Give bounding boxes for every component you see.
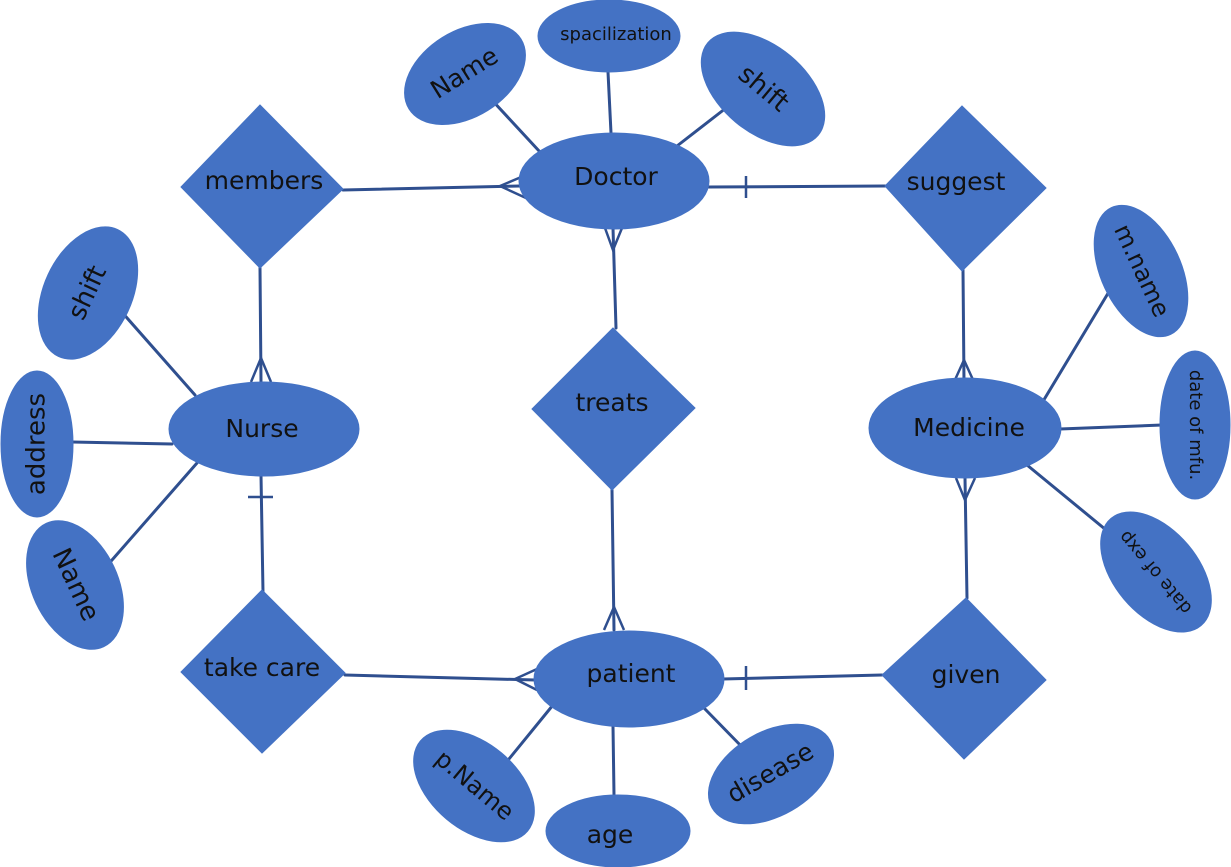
relationship-suggest: suggest <box>884 105 1047 272</box>
relationship-given-label: given <box>932 660 1001 689</box>
attribute-doctor-shift-shape <box>700 31 826 147</box>
relationship-members-label: members <box>205 166 324 195</box>
edge-suggest-medicine <box>961 268 966 384</box>
attribute-patient-disease: disease <box>707 723 835 825</box>
crowfoot-nurse-members <box>249 354 273 383</box>
crowfoot-doctor-members <box>496 173 527 200</box>
entity-medicine: Medicine <box>868 377 1062 479</box>
relationship-given-shape <box>881 597 1047 760</box>
attribute-medicine-date-exp: date of exp <box>1100 511 1212 633</box>
edge-medicine-mname <box>1040 288 1112 405</box>
attribute-doctor-name: Name <box>404 22 526 126</box>
attribute-doctor-specialization-shape <box>537 0 681 73</box>
edge-nurse-address <box>70 440 174 446</box>
edge-members-doctor <box>341 184 522 192</box>
attribute-doctor-specialization: spacilization <box>537 0 681 73</box>
connectors <box>70 70 1164 797</box>
edge-doctor-suggest <box>706 184 887 189</box>
entity-nurse-label: Nurse <box>225 414 298 443</box>
attribute-medicine-date-mfu-shape <box>1159 350 1231 500</box>
attribute-medicine-date-mfu-label: date of mfu. <box>1185 370 1206 480</box>
edge-patient-given <box>721 673 884 681</box>
relationship-suggest-shape <box>884 105 1047 272</box>
attribute-patient-age-label: age <box>587 820 634 849</box>
relationship-take-care-label: take care <box>204 653 320 682</box>
relationship-take-care-shape <box>180 589 346 754</box>
attribute-patient-disease-shape <box>707 723 835 825</box>
attribute-patient-age: age <box>545 794 691 867</box>
edge-nurse-takecare <box>259 473 265 594</box>
attribute-doctor-specialization-label: spacilization <box>560 24 672 45</box>
entity-doctor-shape <box>518 132 710 230</box>
edge-nurse-shift <box>118 308 197 397</box>
entity-medicine-label: Medicine <box>913 413 1025 442</box>
entity-patient-shape <box>533 630 725 728</box>
attribute-patient-age-shape <box>545 794 691 867</box>
relationship-treats-shape <box>531 327 696 491</box>
entity-nurse: Nurse <box>168 381 360 477</box>
relationship-treats-label: treats <box>575 388 648 417</box>
edge-doctor-name <box>488 96 542 154</box>
edge-patient-disease <box>702 706 747 752</box>
edge-patient-age <box>611 724 616 797</box>
edge-takecare-patient <box>343 673 537 682</box>
attribute-patient-pname-shape <box>413 729 535 843</box>
crowfoot-patient-treats <box>602 603 626 631</box>
entity-medicine-shape <box>868 377 1062 479</box>
crowfoot-medicine-suggest <box>952 356 976 383</box>
relationship-members: members <box>180 104 344 269</box>
edge-doctor-specialization <box>606 70 613 135</box>
edge-members-nurse <box>258 266 263 384</box>
crowfoot-doctor-treats <box>603 227 624 254</box>
attribute-doctor-shift: shift <box>700 31 826 147</box>
entity-patient-label: patient <box>587 659 676 688</box>
attribute-patient-pname: p.Name <box>413 729 535 843</box>
attribute-nurse-address-label: address <box>22 393 52 495</box>
relationship-treats: treats <box>531 327 696 491</box>
relationship-suggest-label: suggest <box>907 167 1006 196</box>
cardinality-marks <box>248 173 977 692</box>
edge-doctor-shift <box>675 106 728 148</box>
edge-medicine-mfu <box>1058 423 1164 431</box>
edge-doctor-treats <box>611 226 618 330</box>
relationship-take-care: take care <box>180 589 346 754</box>
attribute-medicine-date-mfu: date of mfu. <box>1159 350 1231 500</box>
attribute-nurse-shift-shape <box>37 226 139 360</box>
entity-nurse-shape <box>168 381 360 477</box>
attribute-medicine-mname: m.name <box>1093 204 1189 338</box>
attribute-doctor-name-shape <box>404 22 526 126</box>
attribute-medicine-mname-shape <box>1093 204 1189 338</box>
crowfoot-patient-takecare <box>512 667 538 692</box>
edge-nurse-name <box>103 461 199 570</box>
entity-doctor-label: Doctor <box>574 162 658 191</box>
entity-doctor: Doctor <box>518 132 710 230</box>
attribute-nurse-address-shape <box>0 370 74 518</box>
attribute-nurse-shift: shift <box>37 226 139 360</box>
attribute-nurse-address: address <box>0 370 74 518</box>
entity-patient: patient <box>533 630 725 728</box>
attribute-nurse-name-shape <box>26 520 124 650</box>
relationship-given: given <box>881 597 1047 760</box>
attribute-medicine-date-exp-shape <box>1100 511 1212 633</box>
attribute-nurse-name: Name <box>26 520 124 650</box>
relationship-members-shape <box>180 104 344 269</box>
crowfoot-medicine-given <box>954 477 977 504</box>
